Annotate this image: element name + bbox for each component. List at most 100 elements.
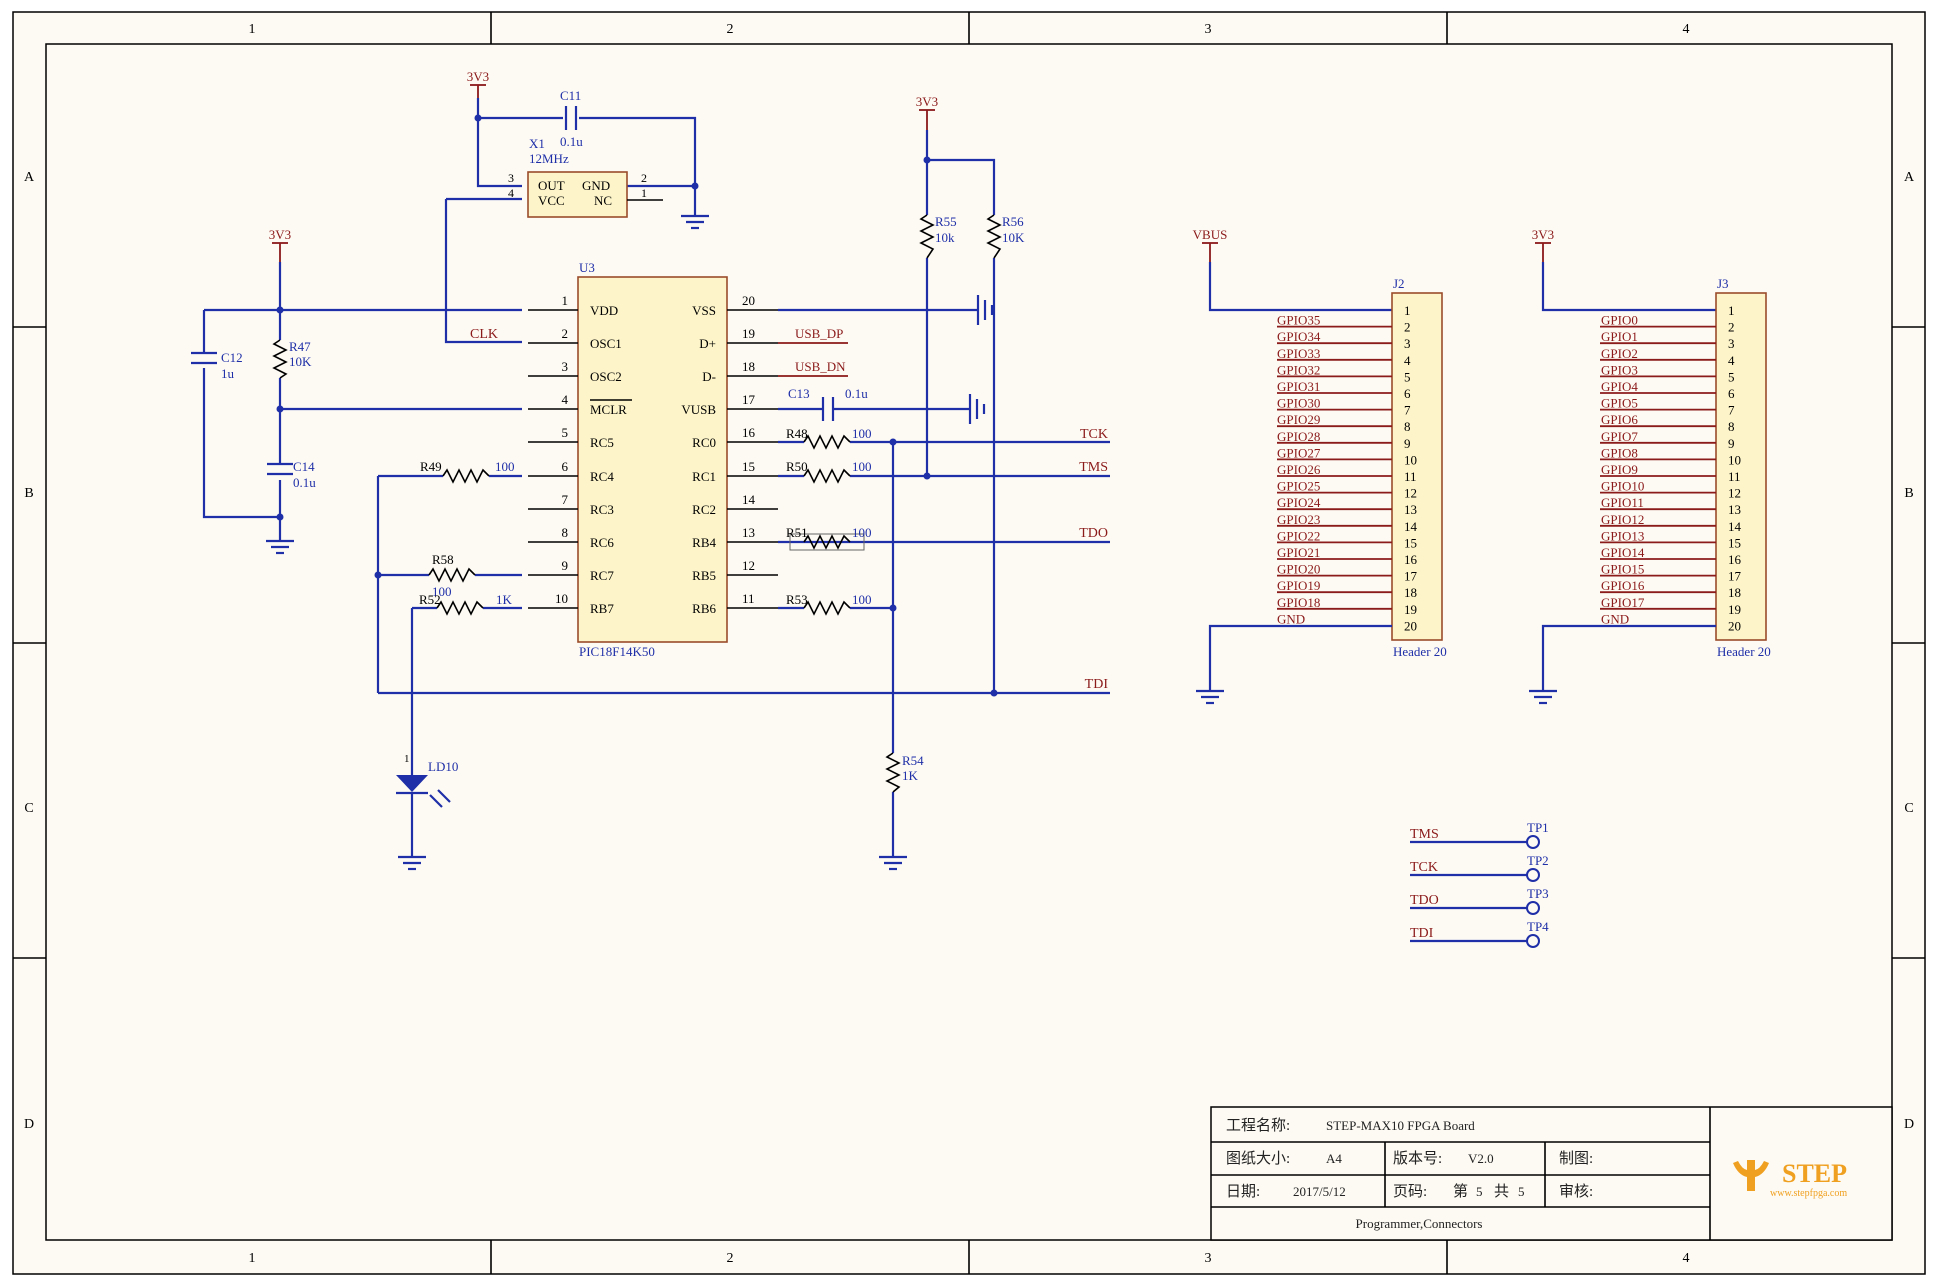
mcu-pin6-num: 6 [562,459,569,474]
j2-pin-number: 1 [1404,303,1411,318]
j2-pin-number: 7 [1404,403,1411,418]
j3-pin-number: 12 [1728,486,1741,501]
mcu-pin15-name: RC1 [692,469,716,484]
pullup-power-label: 3V3 [916,94,938,109]
j2-pin-number: 10 [1404,452,1417,467]
step-logo: STEP www.stepfpga.com [1733,1159,1847,1199]
mcu-pin17-num: 17 [742,392,756,407]
j3-net-label: GPIO6 [1601,412,1638,427]
clk-net-label: CLK [470,327,498,342]
testpoint-tp3: TDO TP3 [1410,886,1549,915]
j2-pin-number: 14 [1404,519,1418,534]
j3-ref: J3 [1717,276,1729,291]
j2-power-label: VBUS [1193,227,1228,242]
step-logo-url: www.stepfpga.com [1770,1188,1847,1199]
c11-ref: C11 [560,88,581,103]
j2-net-label: GPIO35 [1277,313,1320,328]
j3-pin-number: 17 [1728,569,1742,584]
mcu-part: PIC18F14K50 [579,644,655,659]
j3-pin-number: 19 [1728,602,1741,617]
j3-net-label: GPIO7 [1601,429,1638,444]
j3-net-label: GPIO13 [1601,528,1644,543]
mcu-right-nets: USB_DP USB_DN C13 0.1u R48 100 TCK R50 1… [378,94,1110,871]
size-value: A4 [1326,1151,1342,1166]
mcu-pin13-name: RB4 [692,535,716,550]
mcu-pin4-num: 4 [562,392,569,407]
row-label-right-b: B [1904,486,1913,501]
led-ref: LD10 [428,759,458,774]
vdd-power-label: 3V3 [269,227,291,242]
j2-net-label: GPIO30 [1277,396,1320,411]
j3-pin-number: 2 [1728,320,1735,335]
mcu-pin12-name: RB5 [692,568,716,583]
mcu-pin20-name: VSS [692,303,716,318]
test-points: TMS TP1 TCK TP2 TDO TP3 TDI TP4 [1410,820,1549,948]
j2-pin-number: 4 [1404,353,1411,368]
j2-net-label: GPIO18 [1277,595,1320,610]
j2-pin-number: 11 [1404,469,1417,484]
zone-labels: 1 2 3 4 1 2 3 4 A B C D A B C D [24,22,1915,1266]
mcu-pin20-num: 20 [742,293,755,308]
x1-num-4: 4 [508,186,514,200]
x1-num-3: 3 [508,171,514,185]
mcu-pin8-num: 8 [562,525,569,540]
testpoint-tp2: TCK TP2 [1410,853,1549,882]
tp3-ref: TP3 [1527,886,1549,901]
j3-net-label: GPIO10 [1601,479,1644,494]
j2-pin-number: 6 [1404,386,1411,401]
row-label-left-c: C [24,801,33,816]
drawn-label: 制图: [1559,1150,1593,1167]
rev-label: 版本号: [1393,1150,1442,1167]
zone-dividers [13,12,1925,1274]
mcu-pin10-name: RB7 [590,601,614,616]
j3-net-label: GPIO9 [1601,462,1638,477]
j2-net-label: GND [1277,611,1305,626]
j2-net-label: GPIO24 [1277,495,1321,510]
col-label-bottom-2: 2 [727,1251,734,1266]
mcu-pin6-name: RC4 [590,469,614,484]
c13-value: 0.1u [845,386,868,401]
mcu-pin16-name: RC0 [692,435,716,450]
j2-net-label: GPIO20 [1277,562,1320,577]
c12-value: 1u [221,366,235,381]
r48-value: 100 [852,426,872,441]
j2-pin-number: 16 [1404,552,1418,567]
date-label: 日期: [1226,1183,1260,1200]
j2-pin-number: 5 [1404,369,1411,384]
j3-pin-number: 10 [1728,452,1741,467]
row-label-right-d: D [1904,1117,1914,1132]
crystal-section: 3V3 C11 0.1u X1 12MHz OUT VCC GND NC 3 4… [444,69,709,344]
mcu-pin18-name: D- [702,369,716,384]
mcu-pin3-name: OSC2 [590,369,622,384]
col-label-top-1: 1 [249,22,256,37]
j3-net-label: GPIO16 [1601,578,1645,593]
ground-icon [266,539,294,555]
mcu-ref: U3 [579,260,595,275]
row-label-left-b: B [24,486,33,501]
sheet-inner-border [45,43,1893,1241]
led-pin: 1 [404,753,410,765]
j2-pin-number: 19 [1404,602,1417,617]
rev-value: V2.0 [1468,1151,1494,1166]
r48-ref: R48 [786,426,808,441]
ground-icon [1196,689,1224,705]
tdi-net-label: TDI [1085,677,1109,692]
j3-net-label: GPIO0 [1601,313,1638,328]
mcu-pin19-num: 19 [742,326,755,341]
page-number: 5 [1476,1184,1483,1199]
mcu-pin10-num: 10 [555,591,568,606]
r52-ref: R52 [419,592,441,607]
j3-pin-number: 14 [1728,519,1742,534]
j2-net-label: GPIO22 [1277,528,1320,543]
tp1-net: TMS [1410,827,1439,842]
row-label-left-d: D [24,1117,34,1132]
x1-pin-gnd: GND [582,178,610,193]
title-block: 工程名称: STEP-MAX10 FPGA Board 图纸大小: A4 版本号… [1210,1106,1893,1241]
mcu-pin15-num: 15 [742,459,755,474]
ground-icon [879,855,907,871]
row-label-left-a: A [24,170,35,185]
tp1-ref: TP1 [1527,820,1549,835]
col-label-bottom-4: 4 [1683,1251,1690,1266]
page-total: 5 [1518,1184,1525,1199]
